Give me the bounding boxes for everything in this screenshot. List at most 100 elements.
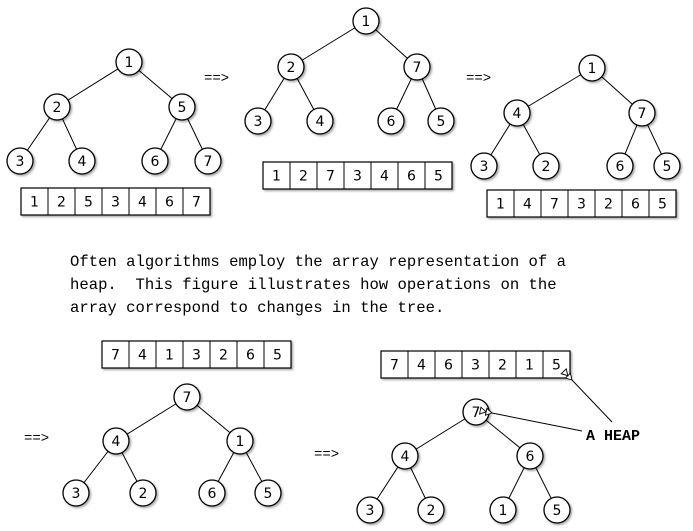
- node-circle: [427, 107, 455, 135]
- caption-line-1: Often algorithms employ the array repres…: [70, 253, 566, 271]
- node-circle: [115, 48, 143, 76]
- array-frame: [101, 340, 292, 369]
- tree-node: 7: [173, 383, 201, 411]
- node-value: 4: [316, 114, 325, 130]
- caption-line-3: array correspond to changes in the tree.: [70, 299, 445, 317]
- node-circle: [352, 7, 380, 35]
- array-cell-value: 7: [326, 169, 335, 185]
- array-cell-value: 3: [353, 169, 362, 185]
- array-cell-value: 1: [272, 169, 281, 185]
- node-value: 7: [472, 405, 481, 421]
- array-cell-value: 5: [273, 348, 282, 364]
- node-value: 4: [112, 434, 121, 450]
- node-circle: [516, 442, 544, 470]
- array-cell-value: 5: [552, 358, 561, 374]
- node-circle: [417, 496, 445, 524]
- heap-tree: 1 4 7 3 2 6 5: [470, 54, 681, 180]
- tree-node: 3: [356, 496, 384, 524]
- tree-node: 3: [244, 107, 272, 135]
- node-value: 1: [362, 14, 371, 30]
- node-value: 5: [553, 503, 562, 519]
- array-cell-value: 7: [390, 358, 399, 374]
- array-cell-value: 7: [550, 197, 559, 213]
- node-circle: [403, 53, 431, 81]
- node-value: 6: [526, 449, 535, 465]
- tree-node: 7: [628, 99, 656, 127]
- tree-edge: [56, 61, 130, 108]
- heap-pointer-to-root: [478, 406, 583, 432]
- node-value: 2: [53, 100, 62, 116]
- array-cell-value: 6: [444, 358, 453, 374]
- node-circle: [306, 107, 334, 135]
- node-value: 1: [125, 55, 134, 71]
- node-circle: [470, 152, 498, 180]
- tree-node: 7: [462, 398, 490, 426]
- node-circle: [391, 442, 419, 470]
- array-cell-value: 3: [471, 358, 480, 374]
- node-value: 3: [480, 159, 489, 175]
- node-circle: [377, 107, 405, 135]
- array-cell-value: 6: [246, 348, 255, 364]
- array-cell: [263, 340, 292, 369]
- array-cell: [542, 350, 571, 379]
- array-cell-value: 4: [523, 197, 532, 213]
- array-cell-value: 5: [434, 169, 443, 185]
- tree-node: 1: [226, 427, 254, 455]
- array-cell-value: 1: [496, 197, 505, 213]
- node-value: 3: [16, 154, 25, 170]
- tree-node: 2: [129, 479, 157, 507]
- tree-node: 4: [503, 99, 531, 127]
- node-value: 1: [499, 503, 508, 519]
- array-cell-value: 2: [219, 348, 228, 364]
- array-cell: [182, 187, 211, 216]
- node-circle: [356, 496, 384, 524]
- node-circle: [62, 479, 90, 507]
- tree-node: 2: [43, 93, 71, 121]
- tree-node: 2: [417, 496, 445, 524]
- array-cell-value: 3: [111, 195, 120, 211]
- array-cell-value: 3: [192, 348, 201, 364]
- node-value: 3: [72, 486, 81, 502]
- node-value: 6: [616, 159, 625, 175]
- node-circle: [168, 93, 196, 121]
- node-value: 5: [178, 100, 187, 116]
- array-cell: [648, 189, 677, 218]
- tree-node: 6: [516, 442, 544, 470]
- transition-arrow-3: ==>: [24, 431, 49, 447]
- array-cell-value: 2: [299, 169, 308, 185]
- node-circle: [489, 496, 517, 524]
- tree-node: 3: [62, 479, 90, 507]
- node-value: 2: [139, 486, 148, 502]
- array-cell-value: 1: [165, 348, 174, 364]
- node-circle: [198, 479, 226, 507]
- tree-node: 1: [115, 48, 143, 76]
- heap-pointer-to-array: [560, 368, 613, 423]
- node-value: 5: [663, 159, 672, 175]
- node-circle: [543, 496, 571, 524]
- tree-node: 5: [168, 93, 196, 121]
- array-cell-value: 5: [84, 195, 93, 211]
- node-value: 6: [208, 486, 217, 502]
- tree-node: 6: [377, 107, 405, 135]
- node-circle: [532, 152, 560, 180]
- node-value: 1: [588, 61, 597, 77]
- transition-arrow-1: ==>: [204, 71, 229, 87]
- array-cell-value: 7: [111, 348, 120, 364]
- array-cell-value: 2: [604, 197, 613, 213]
- node-value: 1: [236, 434, 245, 450]
- tree-node: 3: [6, 147, 34, 175]
- transition-arrow-4: ==>: [314, 447, 339, 463]
- tree-node: 2: [277, 53, 305, 81]
- node-value: 4: [78, 154, 87, 170]
- array-cell-value: 2: [498, 358, 507, 374]
- tree-node: 5: [427, 107, 455, 135]
- array-cell-value: 5: [658, 197, 667, 213]
- tree-node: 2: [532, 152, 560, 180]
